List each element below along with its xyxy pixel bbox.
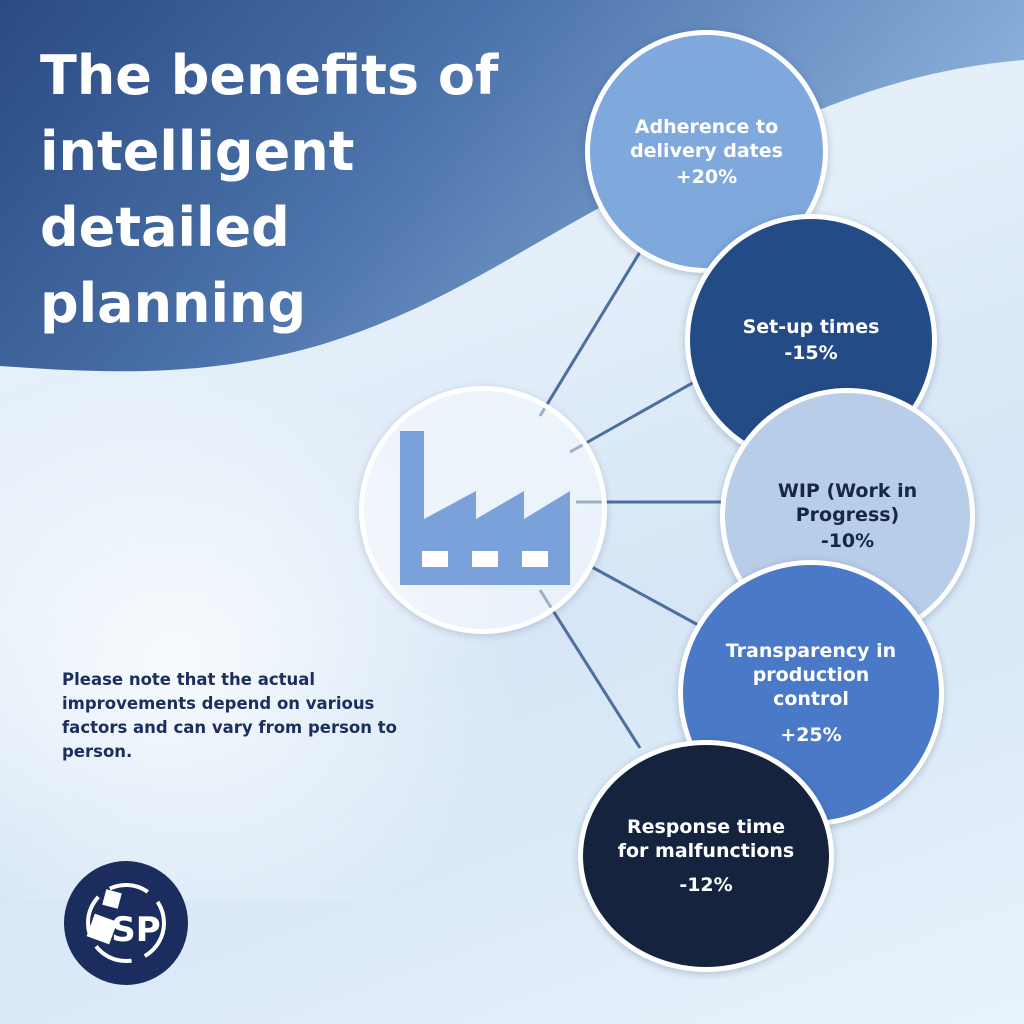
benefit-label: Set-up times	[742, 316, 880, 338]
benefit-value: +20%	[675, 165, 738, 188]
factory-hub	[359, 386, 607, 634]
page-title: The benefits of intelligent detailed pla…	[40, 44, 499, 335]
logo-mark: SP	[86, 883, 166, 963]
benefit-label: Adherence to delivery dates	[630, 115, 783, 162]
background-glow	[0, 300, 700, 900]
disclaimer-note: Please note that the actual improvements…	[62, 670, 397, 761]
benefit-bubble-response: Response time for malfunctions -12%	[578, 740, 834, 972]
benefit-value: -15%	[784, 342, 838, 364]
benefit-label: Response time for malfunctions	[617, 816, 795, 862]
connector-line	[569, 370, 713, 454]
connector-line	[589, 564, 701, 628]
factory-icon	[400, 431, 570, 585]
benefit-value: -10%	[820, 529, 875, 552]
company-logo: SP	[64, 861, 188, 985]
connector-line	[538, 251, 642, 417]
benefit-label: WIP (Work in Progress)	[777, 479, 918, 526]
connector-line	[538, 589, 642, 749]
benefit-label: Transparency in production control	[725, 640, 897, 710]
benefit-value: +25%	[780, 724, 842, 746]
logo-text: SP	[111, 910, 160, 950]
benefit-value: -12%	[679, 874, 733, 896]
